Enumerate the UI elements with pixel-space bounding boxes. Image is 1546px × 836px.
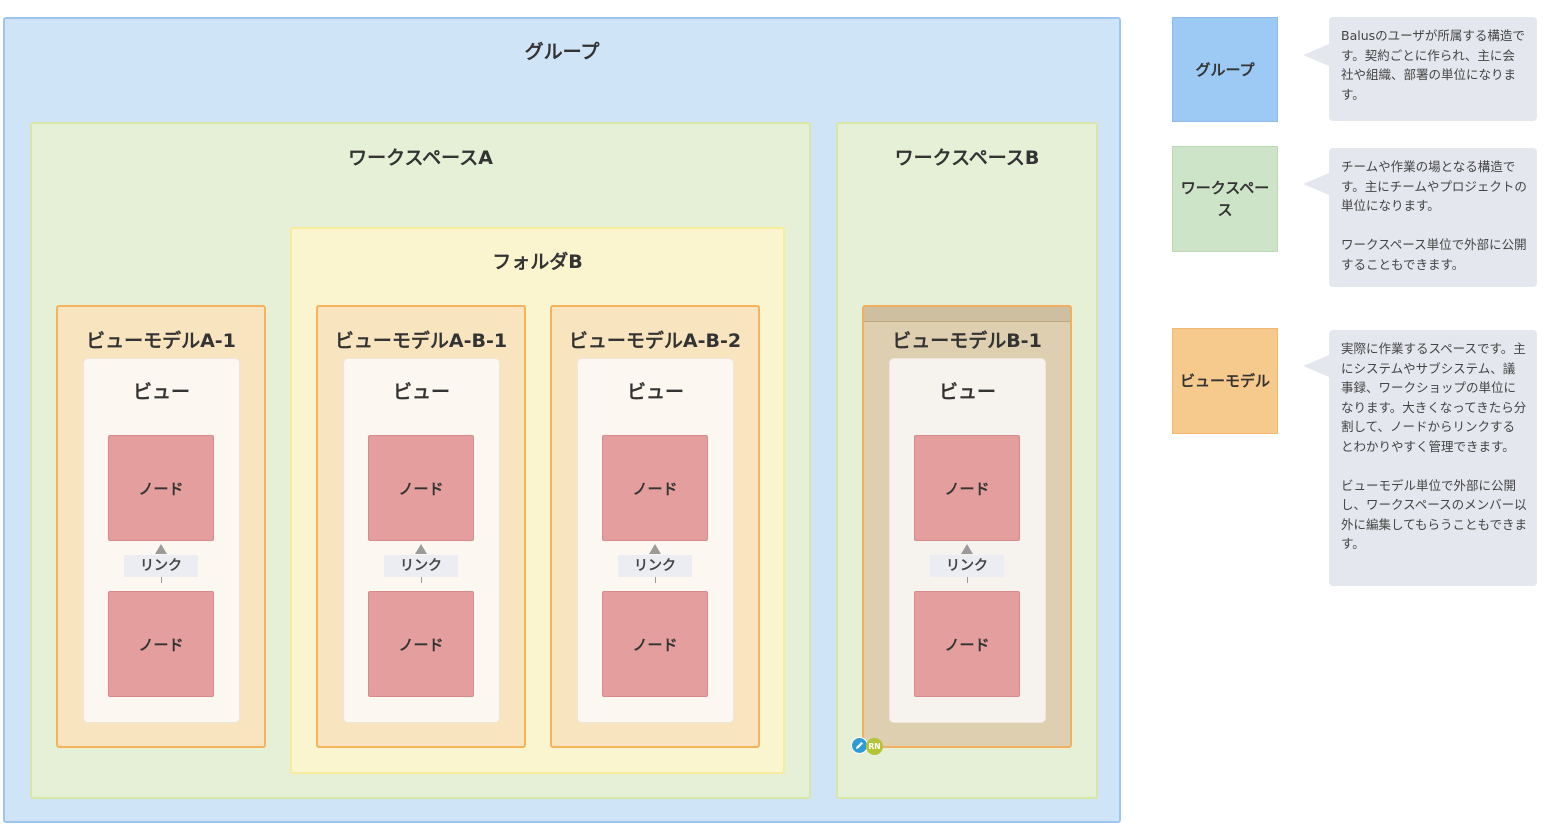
node-box[interactable]: ノード bbox=[914, 591, 1020, 697]
link-line bbox=[421, 577, 422, 583]
link-line bbox=[967, 577, 968, 583]
view-title: ビュー bbox=[938, 381, 996, 403]
view-title: ビュー bbox=[132, 381, 190, 403]
link-arrow-icon bbox=[649, 544, 661, 554]
legend-workspace-box: ワークスペース bbox=[1172, 146, 1278, 252]
workspace-b-title: ワークスペースB bbox=[894, 147, 1040, 169]
node-box[interactable]: ノード bbox=[602, 591, 708, 697]
viewmodel-a-b-2[interactable]: ビューモデルA-B-2 ビュー ノード リンク ノード bbox=[550, 305, 760, 748]
legend-workspace-description: チームや作業の場となる構造です。主にチームやプロジェクトの単位になります。 ワー… bbox=[1329, 148, 1537, 287]
description-text: Balusのユーザが所属する構造です。契約ごとに作られ、主に会社や組織、部署の単… bbox=[1341, 28, 1525, 102]
viewmodel-title: ビューモデルA-1 bbox=[86, 330, 236, 352]
callout-pointer bbox=[1303, 44, 1329, 66]
link-line bbox=[161, 577, 162, 583]
link-label[interactable]: リンク bbox=[384, 555, 458, 577]
view-panel[interactable]: ビュー ノード リンク ノード bbox=[577, 358, 734, 723]
link-arrow-icon bbox=[155, 544, 167, 554]
viewmodel-header-bar bbox=[864, 307, 1070, 322]
legend-viewmodel-description: 実際に作業するスペースです。主にシステムやサブシステム、議事録、ワークショップの… bbox=[1329, 330, 1537, 586]
view-panel[interactable]: ビュー ノード リンク ノード bbox=[343, 358, 500, 723]
description-text: 実際に作業するスペースです。主にシステムやサブシステム、議事録、ワークショップの… bbox=[1341, 341, 1527, 454]
viewmodel-b-1[interactable]: ビューモデルB-1 ビュー ノード リンク ノード bbox=[862, 305, 1072, 748]
link-line bbox=[655, 577, 656, 583]
edit-pencil-icon[interactable] bbox=[851, 737, 868, 754]
view-panel[interactable]: ビュー ノード リンク ノード bbox=[889, 358, 1046, 723]
description-text: チームや作業の場となる構造です。主にチームやプロジェクトの単位になります。 bbox=[1341, 159, 1527, 213]
viewmodel-title: ビューモデルA-B-2 bbox=[568, 330, 742, 352]
link-label[interactable]: リンク bbox=[124, 555, 198, 577]
legend-viewmodel-box: ビューモデル bbox=[1172, 328, 1278, 434]
group-container[interactable]: グループ ワークスペースA フォルダB ビューモデルA-1 ビュー ノード リン… bbox=[3, 17, 1121, 823]
callout-pointer bbox=[1303, 173, 1329, 195]
legend-group-description: Balusのユーザが所属する構造です。契約ごとに作られ、主に会社や組織、部署の単… bbox=[1329, 17, 1537, 121]
view-title: ビュー bbox=[392, 381, 450, 403]
link-label[interactable]: リンク bbox=[930, 555, 1004, 577]
user-avatar-badge[interactable]: RN bbox=[866, 738, 883, 755]
node-box[interactable]: ノード bbox=[368, 591, 474, 697]
workspace-a[interactable]: ワークスペースA フォルダB ビューモデルA-1 ビュー ノード リンク ノード… bbox=[30, 122, 811, 799]
group-title: グループ bbox=[524, 41, 600, 63]
workspace-b[interactable]: ワークスペースB ビューモデルB-1 ビュー ノード リンク ノード bbox=[836, 122, 1098, 799]
node-box[interactable]: ノード bbox=[602, 435, 708, 541]
description-text: ワークスペース単位で外部に公開することもできます。 bbox=[1341, 237, 1527, 272]
legend-group-box: グループ bbox=[1172, 17, 1278, 122]
viewmodel-a-1[interactable]: ビューモデルA-1 ビュー ノード リンク ノード bbox=[56, 305, 266, 748]
node-box[interactable]: ノード bbox=[914, 435, 1020, 541]
link-label[interactable]: リンク bbox=[618, 555, 692, 577]
node-box[interactable]: ノード bbox=[108, 435, 214, 541]
view-panel[interactable]: ビュー ノード リンク ノード bbox=[83, 358, 240, 723]
viewmodel-title: ビューモデルB-1 bbox=[892, 330, 1042, 352]
workspace-a-title: ワークスペースA bbox=[348, 147, 493, 169]
viewmodel-a-b-1[interactable]: ビューモデルA-B-1 ビュー ノード リンク ノード bbox=[316, 305, 526, 748]
folder-b-title: フォルダB bbox=[492, 251, 583, 273]
description-text: ビューモデル単位で外部に公開し、ワークスペースのメンバー以外に編集してもらうこと… bbox=[1341, 477, 1528, 552]
viewmodel-title: ビューモデルA-B-1 bbox=[334, 330, 508, 352]
callout-pointer bbox=[1303, 355, 1329, 377]
view-title: ビュー bbox=[626, 381, 684, 403]
node-box[interactable]: ノード bbox=[108, 591, 214, 697]
node-box[interactable]: ノード bbox=[368, 435, 474, 541]
link-arrow-icon bbox=[415, 544, 427, 554]
link-arrow-icon bbox=[961, 544, 973, 554]
